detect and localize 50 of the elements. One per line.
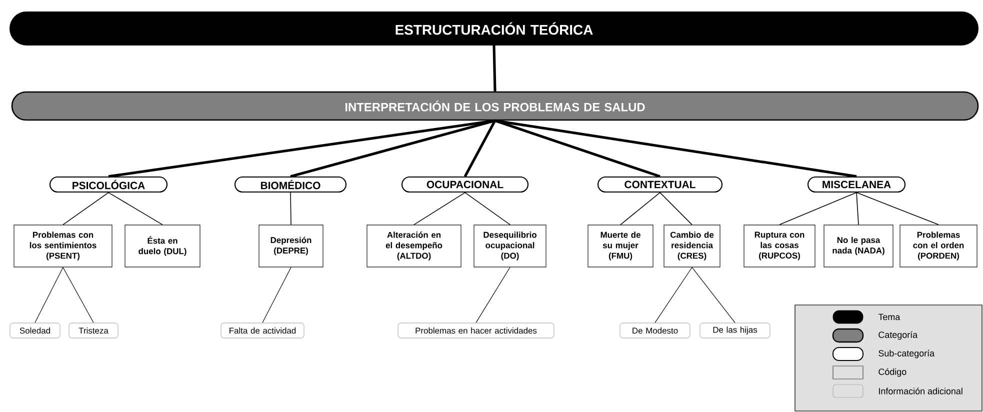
connector-line [414,192,466,226]
code-box: Ésta en duelo (DUL) [124,224,200,268]
code-box: Desequilibrio ocupacional (DO) [474,224,546,268]
code-box: Problemas con el orden (PORDEN) [900,224,978,268]
code-box: Depresión (DEPRE) [258,224,324,268]
legend-label: Código [878,368,906,377]
subcategory-pill: PSICOLÓGICA [49,176,168,193]
connector-line [476,267,510,323]
connector-line [464,120,496,178]
info-box: Tristeza [68,322,118,338]
code-box: Alteración en el desempeño (ALTDO) [366,224,462,268]
code-box: Cambio de residencia (CRES) [664,224,720,268]
subcategory-pill: MISCELANEA [807,176,906,193]
connector-line [62,192,109,226]
connector-line [856,192,939,226]
category-banner: INTERPRETACIÓN DE LOS PROBLEMAS DE SALUD [11,91,979,121]
info-box: Soledad [10,322,60,338]
legend-label: Tema [878,314,900,320]
legend-label: Sub-categoría [878,350,935,358]
subcategory-pill: CONTEXTUAL [597,176,723,193]
legend-label: Información adicional [879,388,962,394]
connector-line [492,45,496,92]
code-box: Problemas con los sentimientos (PSENT) [14,224,112,268]
connector-line [108,119,496,178]
info-box: Falta de actividad [220,322,304,338]
subcategory-pill: OCUPACIONAL [401,176,529,193]
connector-line [494,119,660,178]
info-box: Problemas en hacer actividades [398,322,554,338]
connector-line [290,192,292,226]
connector-line [856,192,859,226]
connector-line [779,192,857,226]
info-box: De las hijas [700,322,770,338]
subcategory-pill: BIOMÉDICO [234,176,347,193]
connector-line [620,192,660,226]
connector-line [262,267,292,323]
code-box: Muerte de su mujer (FMU) [588,224,654,268]
connector-line [62,267,94,323]
info-box: De Modesto [620,322,690,338]
connector-line [290,119,496,178]
connector-line [660,192,692,226]
connector-line [108,192,163,226]
connector-line [692,267,736,323]
connector-line [494,119,857,178]
code-box: Ruptura con las cosas (RUPCOS) [744,224,816,268]
connector-line [34,267,64,323]
connector-line [464,192,510,226]
theme-banner: ESTRUCTURACIÓN TEÓRICA [10,12,979,46]
code-box: No le pasa nada (NADA) [824,224,894,268]
legend-label: Categoría [878,331,918,340]
connector-line [654,267,692,323]
